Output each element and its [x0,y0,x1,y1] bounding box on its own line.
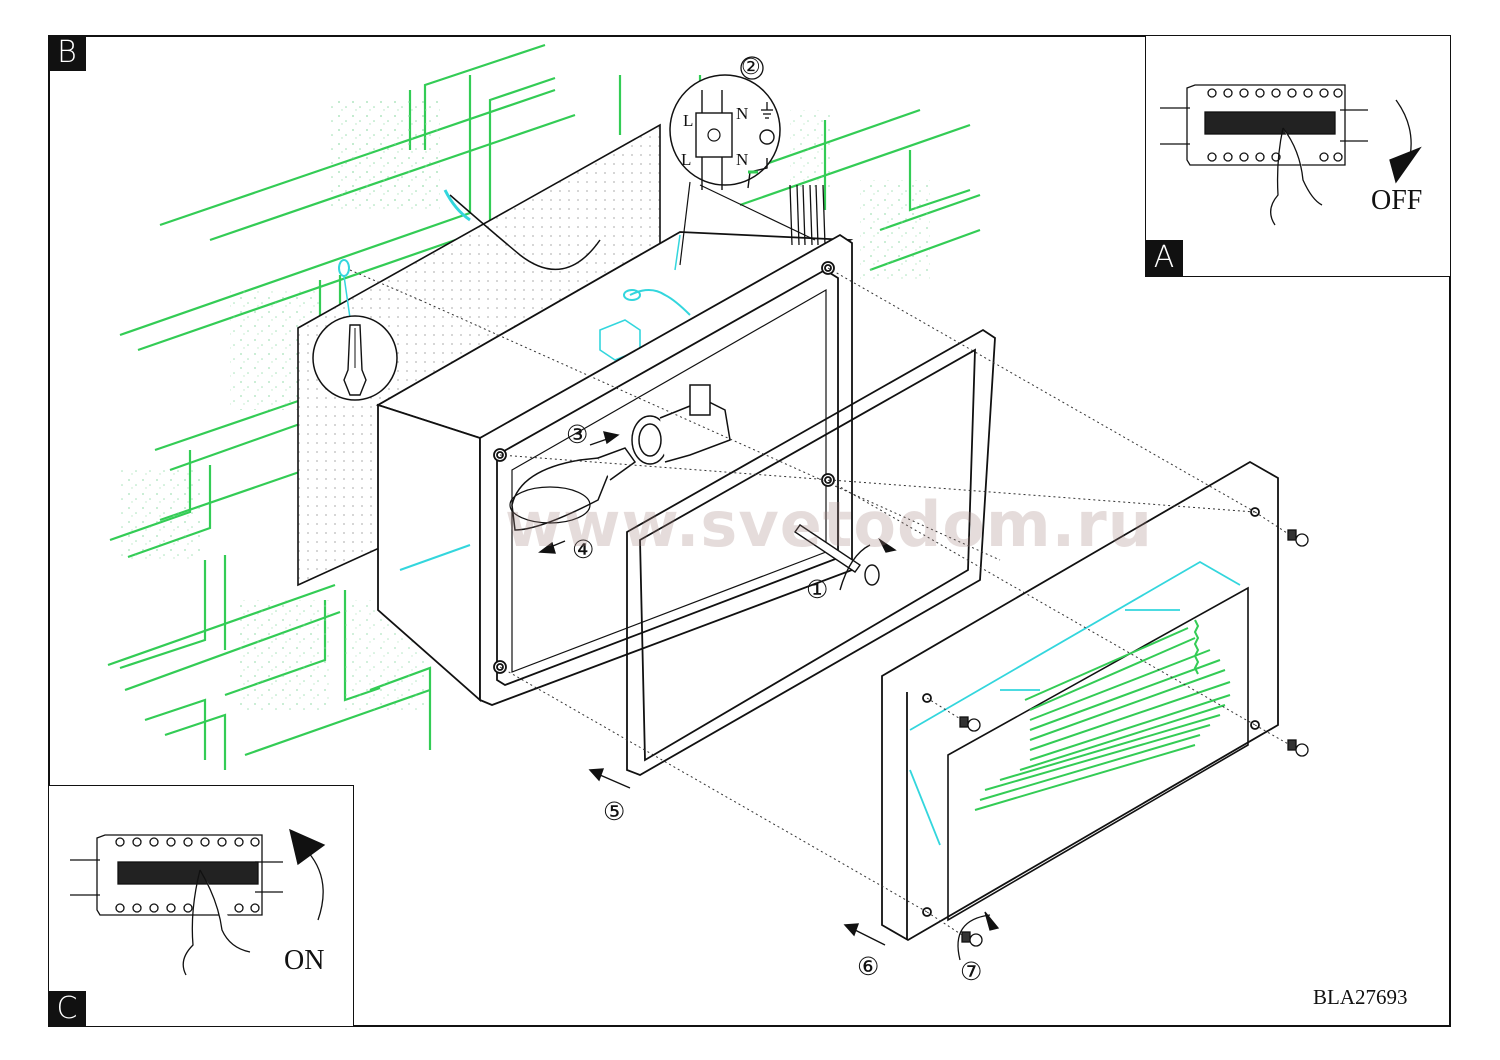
off-label: OFF [1371,185,1423,216]
wall-plug-detail [312,259,398,401]
step-3-marker: ③ [566,420,589,449]
cover-screws [957,529,1309,961]
panel-tag-b: B [48,35,86,71]
step-7-marker: ⑦ [960,957,983,986]
step-4-marker: ④ [572,535,595,564]
panel-tag-c: C [48,991,86,1027]
wiring-detail [669,56,826,266]
circuit-breaker-icon-off [1160,84,1422,226]
cover-reflection [909,560,1241,846]
cable [443,189,691,361]
terminal-label-n-top: N [736,104,749,123]
on-label: ON [284,945,325,976]
main-panel-frame [48,35,1451,1027]
alignment-lines [349,267,1291,936]
step-5-marker: ⑤ [603,797,626,826]
step-6-marker: ⑥ [857,952,880,981]
model-code: BLA27693 [1313,985,1408,1009]
step-1-marker: ① [806,575,829,604]
circuit-breaker-icon-on [70,828,326,976]
step-arrows [538,431,886,946]
panel-tag-a: A [1145,240,1183,276]
terminal-label-l-top: L [683,111,694,130]
terminal-label-l-bottom: L [681,150,692,169]
lamp-socket [631,384,731,465]
screw [794,524,897,591]
cover-glow-lines [974,619,1231,811]
gasket [626,328,996,776]
terminal-label-n-bottom: N [736,150,749,169]
step-2-marker: ② [741,55,761,80]
